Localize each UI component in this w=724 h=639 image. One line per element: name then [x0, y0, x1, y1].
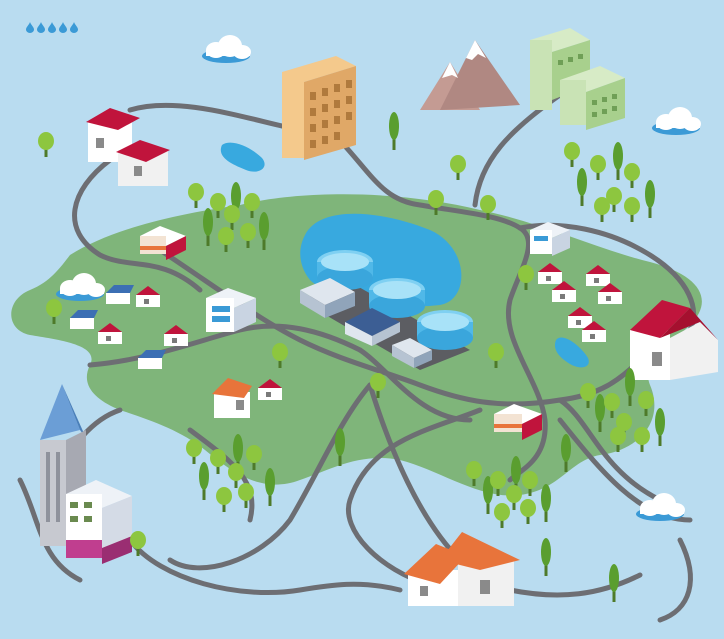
pond-icon — [220, 142, 265, 172]
shop-icon — [140, 226, 186, 260]
shop-icon — [494, 404, 542, 440]
apartment-building-icon — [66, 480, 132, 564]
cloud-icon — [202, 35, 251, 63]
cloud-icon — [636, 493, 685, 521]
water-drop-icon — [26, 22, 34, 33]
office-building-icon — [206, 288, 256, 332]
house-icon — [212, 378, 252, 418]
mountain-icon — [420, 40, 520, 110]
cloud-icon — [652, 107, 701, 135]
apartment-building-icon — [530, 28, 625, 130]
water-treatment-plant-icon — [300, 250, 473, 370]
water-drop-icon — [37, 22, 45, 33]
water-drop-icon — [70, 22, 78, 33]
house-icon — [630, 300, 718, 380]
office-building-icon — [282, 56, 356, 160]
house-icon — [86, 108, 170, 186]
water-drop-icon — [48, 22, 56, 33]
water-drops-logo — [26, 22, 78, 33]
house-icon — [404, 532, 520, 606]
water-drop-icon — [59, 22, 67, 33]
pond-icon — [554, 337, 589, 368]
office-building-icon — [530, 222, 570, 256]
